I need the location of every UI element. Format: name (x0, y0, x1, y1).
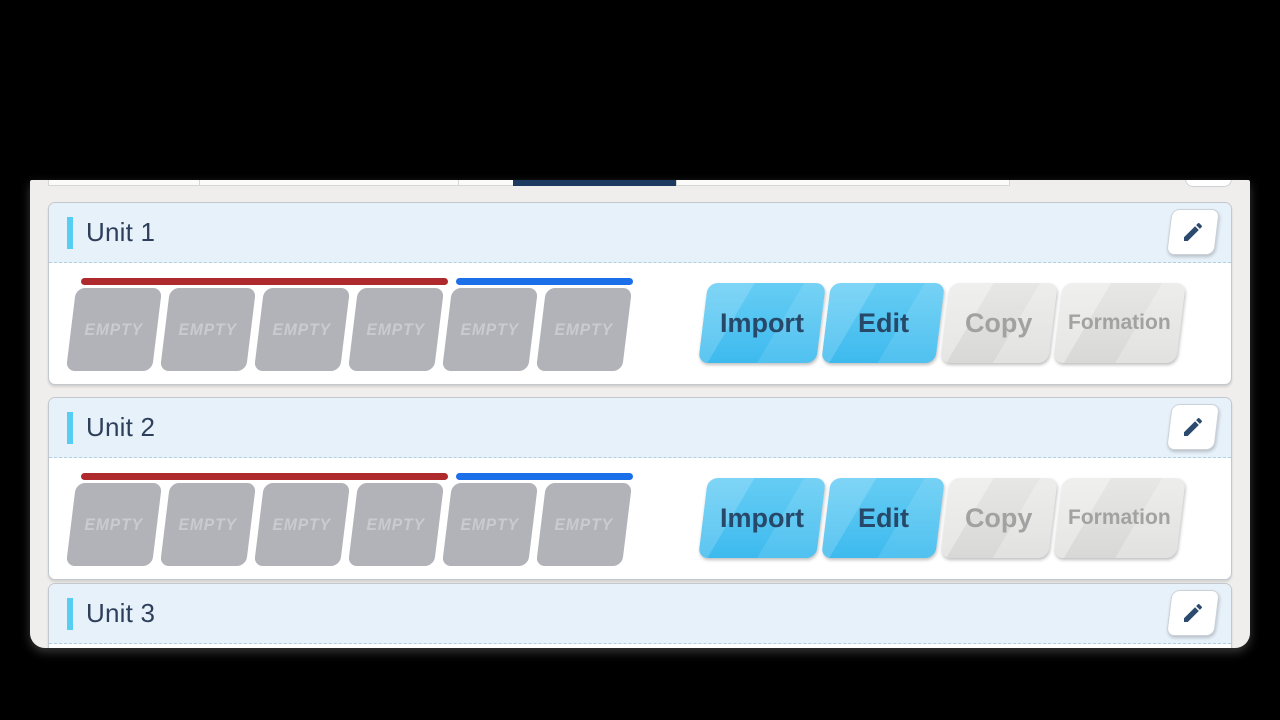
unit-slot[interactable]: EMPTY (441, 483, 539, 566)
slot-label: EMPTY (554, 319, 614, 339)
unit-header: Unit 3 (49, 584, 1231, 644)
slot-label: EMPTY (178, 514, 238, 534)
unit-title: Unit 3 (86, 598, 156, 628)
copy-button-label: Copy (965, 502, 1033, 533)
formation-button[interactable]: Formation (1053, 478, 1186, 558)
unit-body: EMPTY EMPTY EMPTY EMPTY EMPTY EMPTY Impo… (49, 263, 1231, 384)
slot-label: EMPTY (460, 319, 520, 339)
unit-card: Unit 2 EMPTY EMPTY EMPTY EMPTY EMPTY EMP… (48, 397, 1232, 580)
unit-accent-bar (67, 216, 73, 249)
unit-slots: EMPTY EMPTY EMPTY EMPTY EMPTY EMPTY (65, 288, 633, 371)
unit-slot[interactable]: EMPTY (159, 288, 257, 371)
unit-header: Unit 1 (49, 203, 1231, 263)
top-tab-segment-active[interactable] (513, 180, 676, 186)
unit-actions: Import Edit Copy Formation (698, 478, 1186, 558)
pencil-icon (1184, 222, 1203, 241)
rename-unit-button[interactable] (1166, 404, 1220, 450)
slot-label: EMPTY (554, 514, 614, 534)
unit-accent-bar (67, 411, 73, 444)
unit-slot[interactable]: EMPTY (535, 288, 633, 371)
formation-button[interactable]: Formation (1053, 283, 1186, 363)
unit-accent-bar (67, 597, 73, 630)
top-tab-segment[interactable] (199, 180, 458, 186)
slot-label: EMPTY (366, 514, 426, 534)
unit-header: Unit 2 (49, 398, 1231, 458)
top-tab-segment[interactable] (458, 180, 513, 186)
pencil-icon (1184, 603, 1203, 622)
unit-actions: Import Edit Copy Formation (698, 283, 1186, 363)
unit-card: Unit 1 EMPTY EMPTY EMPTY EMPTY EMPTY EMP… (48, 202, 1232, 385)
pencil-icon (1184, 417, 1203, 436)
slot-label: EMPTY (84, 319, 144, 339)
slot-label: EMPTY (272, 319, 332, 339)
edit-button-label: Edit (857, 307, 909, 338)
unit-slot[interactable]: EMPTY (65, 288, 163, 371)
formation-button-label: Formation (1068, 311, 1171, 334)
slot-label: EMPTY (272, 514, 332, 534)
top-tab-segment[interactable] (676, 180, 1010, 186)
copy-button[interactable]: Copy (940, 478, 1058, 558)
copy-button-label: Copy (965, 307, 1033, 338)
top-tab-segment[interactable] (48, 180, 199, 186)
unit-title: Unit 2 (86, 412, 156, 442)
blue-team-bar (456, 278, 633, 285)
unit-list-panel: Unit 1 EMPTY EMPTY EMPTY EMPTY EMPTY EMP… (30, 180, 1250, 648)
unit-title: Unit 1 (86, 217, 156, 247)
unit-body (49, 644, 1231, 648)
unit-slot[interactable]: EMPTY (253, 483, 351, 566)
slot-label: EMPTY (84, 514, 144, 534)
slot-label: EMPTY (178, 319, 238, 339)
top-tab-strip (48, 180, 1010, 186)
unit-slot[interactable]: EMPTY (347, 483, 445, 566)
import-button[interactable]: Import (698, 478, 826, 558)
blue-team-bar (456, 473, 633, 480)
import-button[interactable]: Import (698, 283, 826, 363)
edit-button[interactable]: Edit (821, 283, 945, 363)
edit-button[interactable]: Edit (821, 478, 945, 558)
unit-body: EMPTY EMPTY EMPTY EMPTY EMPTY EMPTY Impo… (49, 458, 1231, 579)
import-button-label: Import (720, 502, 804, 533)
unit-slot[interactable]: EMPTY (159, 483, 257, 566)
unit-slot[interactable]: EMPTY (535, 483, 633, 566)
copy-button[interactable]: Copy (940, 283, 1058, 363)
import-button-label: Import (720, 307, 804, 338)
cropped-corner-button[interactable] (1185, 180, 1232, 187)
red-team-bar (81, 278, 448, 285)
red-team-bar (81, 473, 448, 480)
edit-button-label: Edit (857, 502, 909, 533)
unit-slot[interactable]: EMPTY (347, 288, 445, 371)
slot-label: EMPTY (460, 514, 520, 534)
unit-slot[interactable]: EMPTY (253, 288, 351, 371)
unit-slot[interactable]: EMPTY (441, 288, 539, 371)
unit-card: Unit 3 (48, 583, 1232, 648)
formation-button-label: Formation (1068, 506, 1171, 529)
rename-unit-button[interactable] (1166, 209, 1220, 255)
unit-slot[interactable]: EMPTY (65, 483, 163, 566)
unit-slots: EMPTY EMPTY EMPTY EMPTY EMPTY EMPTY (65, 483, 633, 566)
slot-label: EMPTY (366, 319, 426, 339)
rename-unit-button[interactable] (1166, 590, 1220, 636)
